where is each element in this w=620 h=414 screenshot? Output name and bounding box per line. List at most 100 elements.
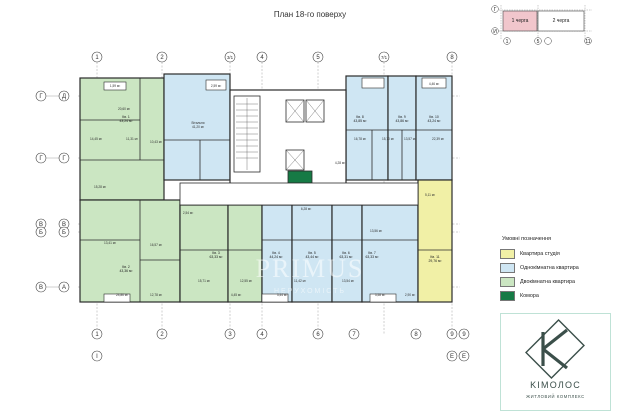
apartment-7-area: 63,33 м² bbox=[366, 255, 380, 259]
room-label: 12,55 м² bbox=[240, 279, 252, 283]
axis-top-5: 5 bbox=[316, 55, 320, 61]
watermark-subtitle: НЕРУХОМІСТЬ bbox=[273, 288, 347, 295]
key-axis-5: 5 bbox=[537, 39, 540, 45]
room-label: 10,43 м² bbox=[150, 140, 162, 144]
apartment-two-room-sw bbox=[79, 199, 181, 303]
room-label: 14,45 м² bbox=[90, 137, 102, 141]
queue-2-block bbox=[537, 10, 585, 32]
axis-left-2: Г bbox=[62, 156, 66, 162]
axis-right-bottom-1: Е bbox=[450, 354, 454, 360]
legend-swatch bbox=[500, 248, 515, 259]
room-label: 15,70 м² bbox=[382, 137, 394, 141]
axis-left-pre-3: В bbox=[39, 222, 43, 228]
axis-top-4: 4 bbox=[260, 55, 264, 61]
room-label: 13,56 м² bbox=[370, 229, 382, 233]
legend-label: Комора bbox=[520, 292, 539, 299]
apartment-5-label: Кв. 5 bbox=[308, 251, 316, 255]
room-label: 2,59 м² bbox=[211, 84, 221, 88]
room-label: 2,54 м² bbox=[183, 211, 193, 215]
apartment-2-label: Кв. 2 bbox=[122, 265, 130, 269]
apartment-9-area: 43,86 м² bbox=[396, 119, 410, 123]
room-label: Вітальня bbox=[191, 121, 204, 125]
storage-room bbox=[287, 170, 313, 184]
axis-top-6: 7/1 bbox=[381, 55, 388, 60]
apartment-3-label: Кв. 3 bbox=[212, 251, 220, 255]
axis-left-pre-1: Г bbox=[39, 94, 43, 100]
axis-bottom-1: 1 bbox=[95, 332, 99, 338]
apartment-11-label: Кв. 11 bbox=[430, 255, 439, 259]
logo-name: KIMOЛОС bbox=[530, 380, 581, 390]
legend-label: Квартира студія bbox=[520, 250, 560, 257]
apartment-9-label: Кв. 9 bbox=[398, 115, 406, 119]
apartment-4-area: 44,24 м² bbox=[270, 255, 284, 259]
apartment-11-area: 29,76 м² bbox=[429, 259, 443, 263]
room-label: 13,54 м² bbox=[342, 279, 354, 283]
apartment-10-label: Кв. 10 bbox=[429, 115, 439, 119]
key-plan: Г И 1 5 11 1 черга 2 черга bbox=[491, 5, 592, 45]
apartment-8-area: 43,85 м² bbox=[354, 119, 368, 123]
corridor bbox=[179, 182, 419, 206]
key-queue-1-label: 1 черга bbox=[512, 18, 529, 24]
axis-left-pre-4: Б bbox=[39, 230, 43, 236]
room-label: 24,86 м² bbox=[116, 293, 128, 297]
apartment-two-room-nw bbox=[79, 77, 165, 201]
key-axis-1: 1 bbox=[506, 39, 509, 45]
axis-top-3: 3/1 bbox=[227, 55, 234, 60]
apartment-1-area: 43,24 м² bbox=[120, 119, 134, 123]
room-label: 2,90 м² bbox=[405, 293, 415, 297]
room-label: 4,45 м² bbox=[231, 293, 241, 297]
axis-right-bottom-2: Е bbox=[462, 354, 466, 360]
axis-right-top: 9 bbox=[462, 332, 466, 338]
apartment-one-room-n1 bbox=[163, 73, 231, 181]
legend-label: Однокімнатна квартира bbox=[520, 264, 579, 271]
axis-left-pre-2: Г bbox=[39, 156, 43, 162]
key-queue-2-label: 2 черга bbox=[553, 18, 570, 24]
room-label: 41,20 м² bbox=[192, 125, 204, 129]
legend-swatch bbox=[500, 276, 515, 287]
apartment-one-room-s4 bbox=[291, 204, 333, 303]
legend-item-storage: Комора bbox=[500, 290, 618, 301]
legend: Умовні позначення Квартира студія Однокі… bbox=[500, 236, 618, 304]
room-label: 15,28 м² bbox=[94, 185, 106, 189]
apartment-6-area: 63,31 м² bbox=[340, 255, 354, 259]
apartment-two-room-s2 bbox=[227, 204, 263, 303]
axis-bottom-4: 4 bbox=[260, 332, 264, 338]
apartment-6-label: Кв. 6 bbox=[342, 251, 350, 255]
axis-left-3: В bbox=[62, 222, 66, 228]
axis-top-1: 1 bbox=[95, 55, 99, 61]
room-label: 5,11 м² bbox=[425, 193, 435, 197]
room-label: 11,42 м² bbox=[294, 279, 306, 283]
queue-1-block bbox=[502, 10, 538, 32]
apartment-5-area: 43,44 м² bbox=[306, 255, 320, 259]
legend-swatch bbox=[500, 290, 515, 301]
apartment-4-label: Кв. 4 bbox=[272, 251, 280, 255]
page-title: План 18-го поверху bbox=[273, 10, 347, 19]
apartment-8-label: Кв. 8 bbox=[356, 115, 364, 119]
legend-item-two-room: Двокімнатна квартира bbox=[500, 276, 618, 287]
axis-bottom-7: 7 bbox=[352, 332, 356, 338]
axis-bottom-6: 6 bbox=[316, 332, 320, 338]
axis-left-5: А bbox=[62, 285, 66, 291]
room-label: 16,78 м² bbox=[354, 137, 366, 141]
key-axis-11: 11 bbox=[585, 39, 590, 45]
legend-title: Умовні позначення bbox=[502, 236, 552, 242]
room-label: 20,60 м² bbox=[118, 107, 130, 111]
room-label: 4,46 м² bbox=[429, 82, 439, 86]
logo-box: KIMOЛОС ЖИТЛОВИЙ КОМПЛЕКС bbox=[500, 313, 611, 411]
apartment-one-room-n4 bbox=[415, 75, 453, 181]
key-axis-bottom: И bbox=[493, 29, 497, 35]
logo-k-icon bbox=[525, 319, 585, 379]
apartment-studio bbox=[417, 179, 453, 303]
axis-bottom-8: 8 bbox=[414, 332, 418, 338]
axis-bottom-3: 3 bbox=[228, 332, 232, 338]
axis-left-4: Б bbox=[62, 230, 66, 236]
axis-left-bottom: І bbox=[96, 354, 98, 360]
axis-bottom-9: 9 bbox=[450, 332, 454, 338]
watermark: PRIMUS bbox=[255, 254, 365, 283]
axis-top-7: 8 bbox=[450, 55, 454, 61]
room-label: 22,39 м² bbox=[432, 137, 444, 141]
key-axis-top: Г bbox=[494, 7, 497, 13]
legend-label: Двокімнатна квартира bbox=[520, 278, 576, 285]
room-label: 16,57 м² bbox=[150, 243, 162, 247]
